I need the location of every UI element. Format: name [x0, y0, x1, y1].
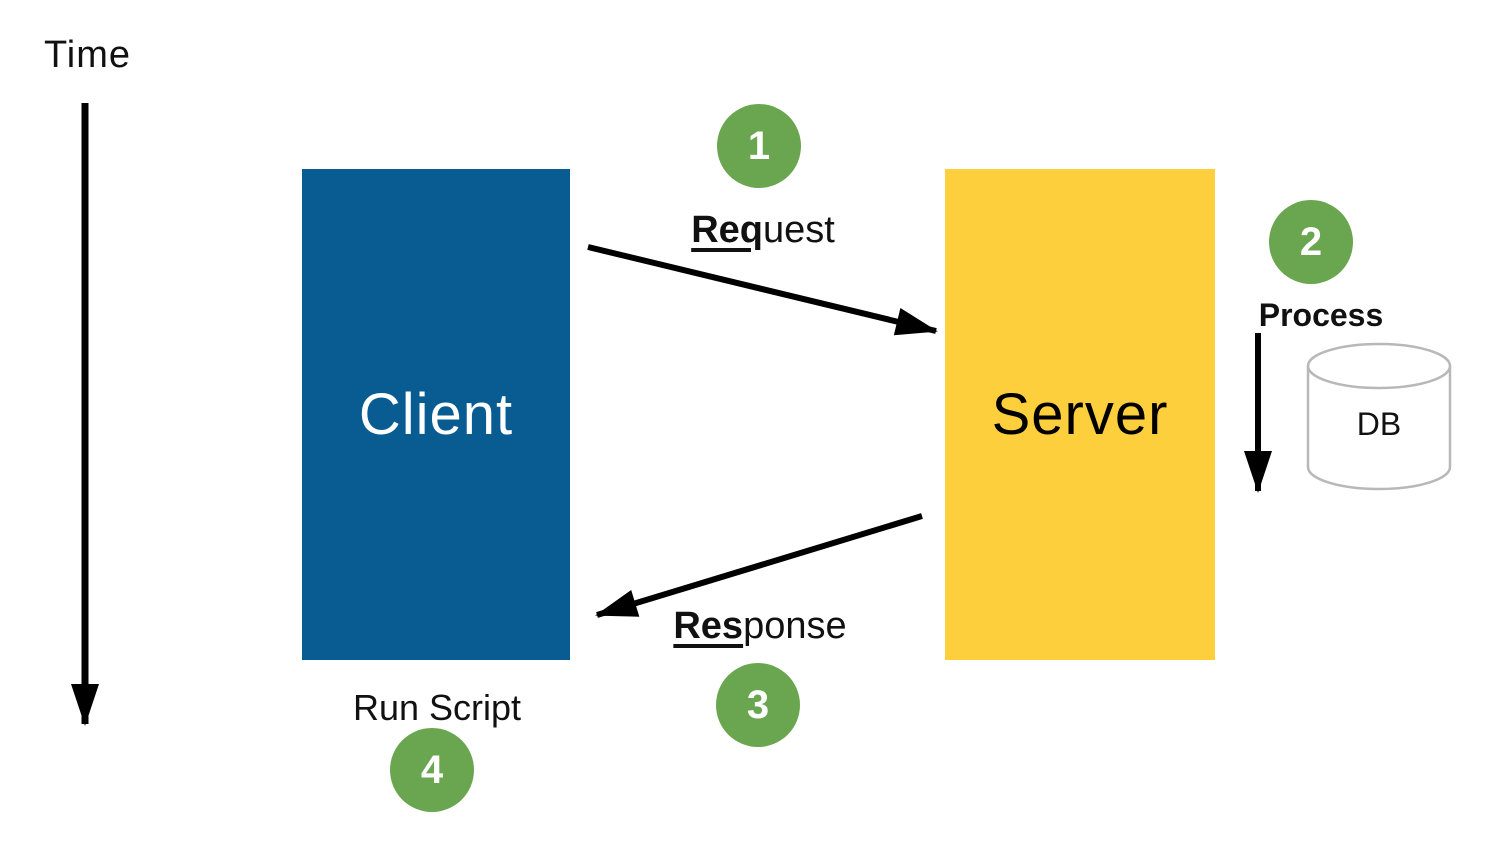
step-4-badge: 4 [390, 728, 474, 812]
process-label: Process [1258, 297, 1384, 333]
response-label: Response [610, 605, 910, 648]
time-axis-label: Time [44, 34, 132, 76]
response-label-emphasis: Res [673, 605, 744, 647]
response-arrow [595, 513, 923, 618]
request-label-rest: uest [762, 209, 835, 251]
request-label-emphasis: Req [691, 209, 763, 251]
step-1-number: 1 [747, 123, 771, 168]
step-4-number: 4 [420, 747, 444, 792]
step-3-number: 3 [746, 682, 770, 727]
server-label: Server [991, 382, 1169, 447]
request-label: Request [613, 209, 913, 252]
server-box: Server [945, 169, 1215, 660]
step-3-badge: 3 [716, 663, 800, 747]
step-1-badge: 1 [717, 104, 801, 188]
request-arrow [587, 244, 938, 336]
client-label: Client [358, 382, 514, 447]
response-label-rest: ponse [743, 605, 847, 647]
db-label: DB [1356, 406, 1402, 442]
step-2-badge: 2 [1269, 200, 1353, 284]
step-2-number: 2 [1299, 219, 1323, 264]
client-box: Client [302, 169, 570, 660]
run-script-label: Run Script [352, 687, 522, 728]
